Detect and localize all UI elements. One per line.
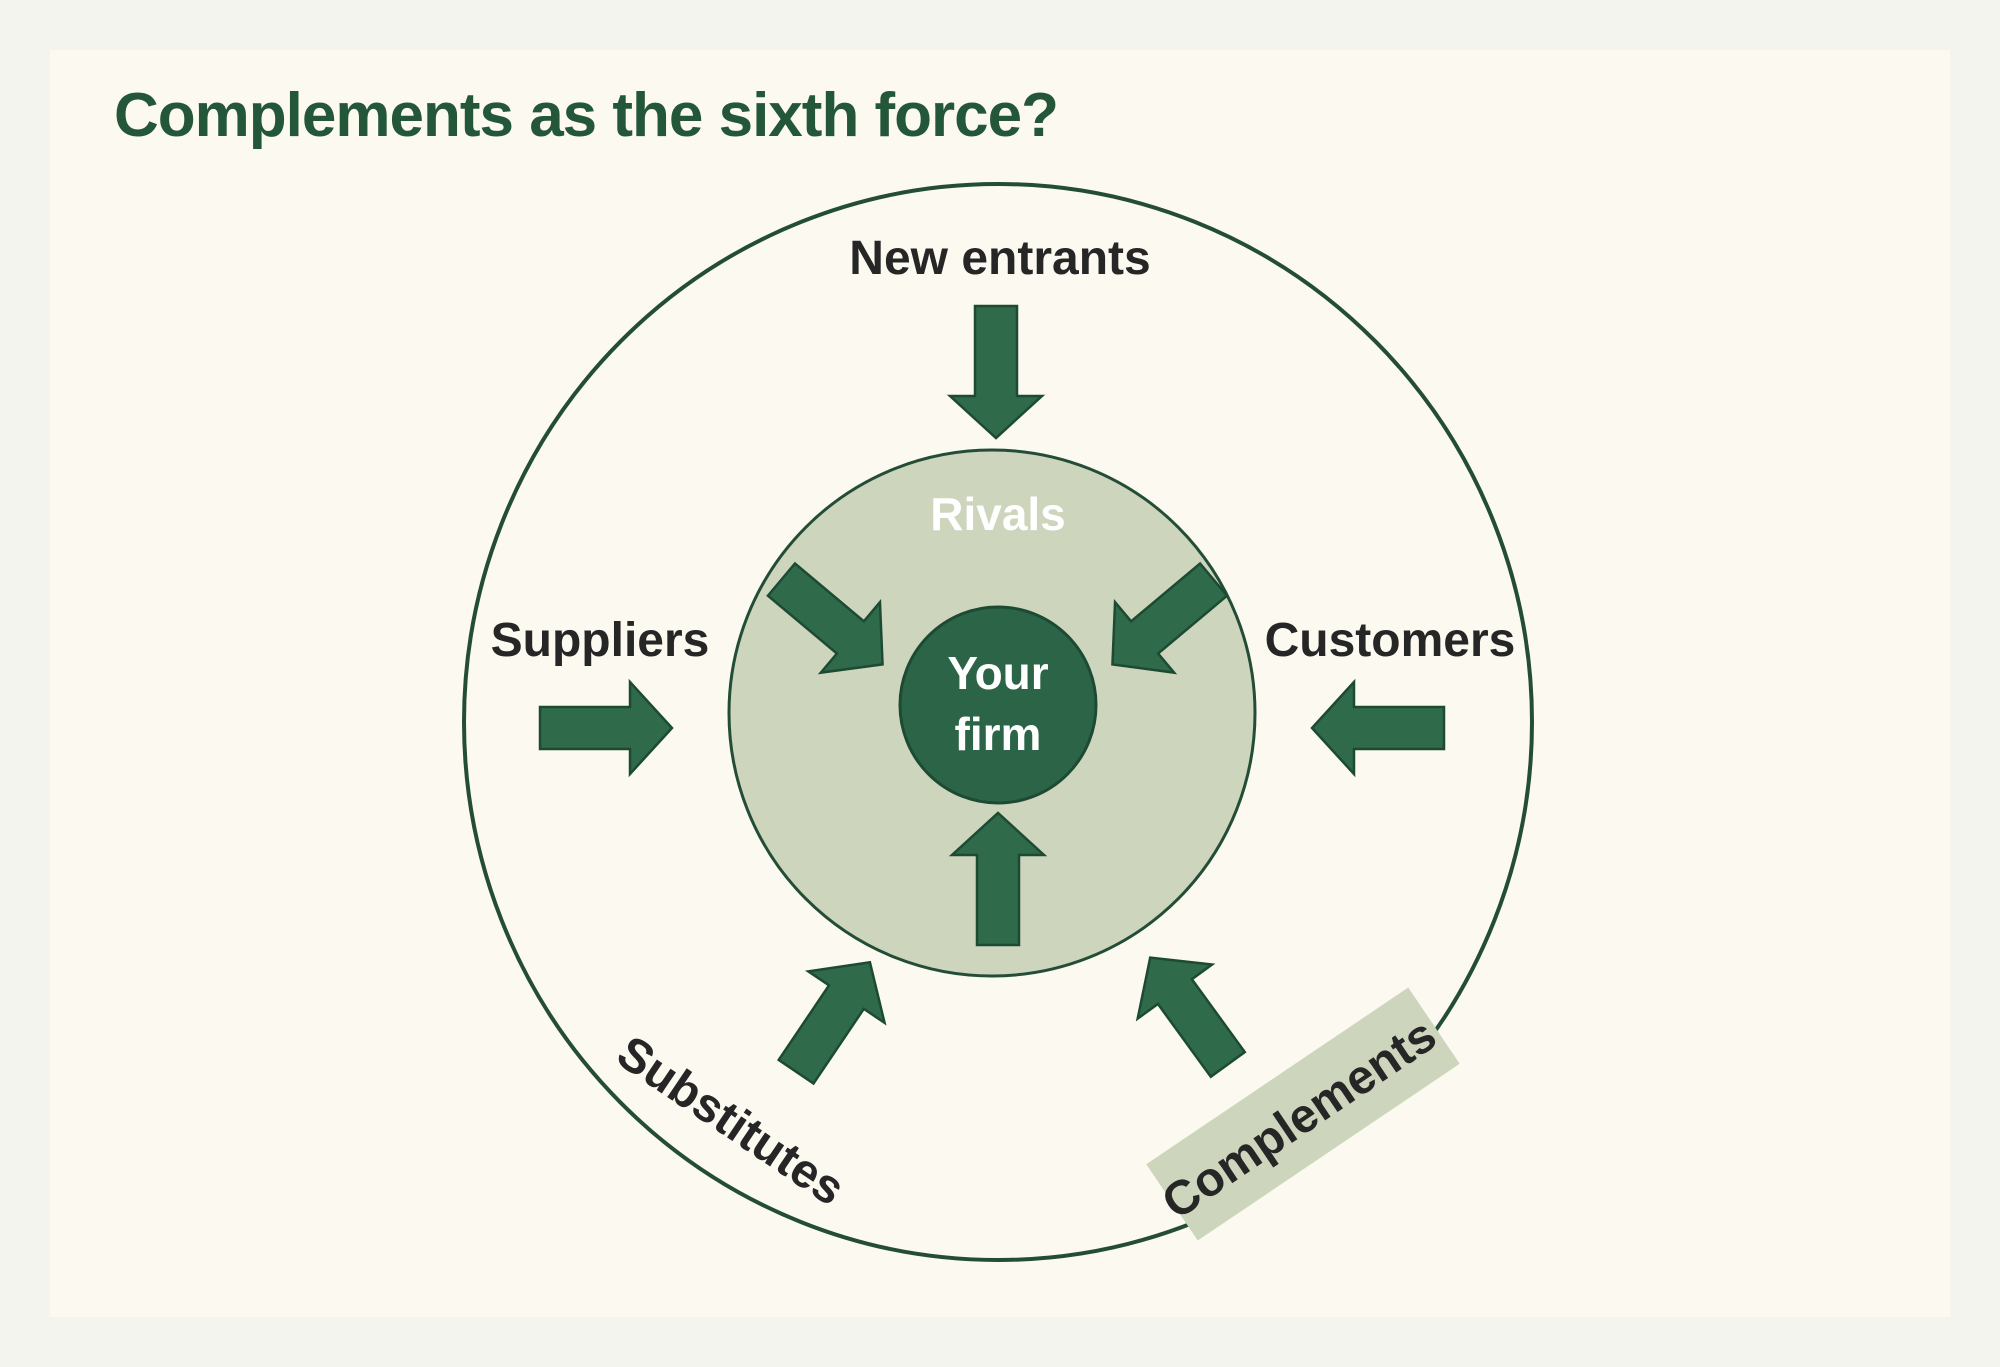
slide-title: Complements as the sixth force? bbox=[114, 81, 1059, 150]
suppliers-arrow-icon bbox=[538, 680, 674, 776]
substitutes-arrow-icon bbox=[756, 935, 910, 1099]
rivals-label: Rivals bbox=[930, 488, 1066, 540]
your-firm-circle bbox=[898, 605, 1098, 805]
your-firm-label-line2: firm bbox=[955, 708, 1042, 760]
outer-ring bbox=[462, 182, 1534, 1262]
customers-arrow-icon bbox=[1310, 680, 1446, 776]
your-firm-label-line1: Your bbox=[947, 647, 1048, 699]
new-entrants-arrow-icon bbox=[948, 304, 1044, 440]
complements-tag bbox=[1146, 987, 1460, 1241]
complements-arrow-icon bbox=[1111, 929, 1267, 1093]
suppliers-label: Suppliers bbox=[491, 614, 710, 667]
customers-label: Customers bbox=[1265, 614, 1516, 667]
new-entrants-label: New entrants bbox=[849, 232, 1150, 285]
